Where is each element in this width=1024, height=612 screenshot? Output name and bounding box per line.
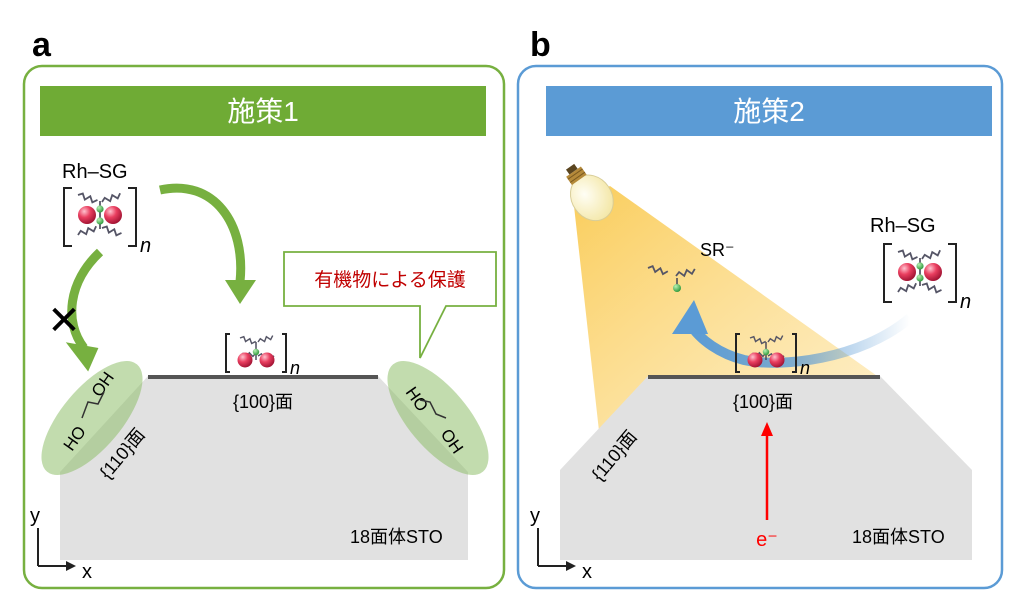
panel-a-adsorbed-subscript: n — [290, 358, 300, 378]
panel-a-protect-right — [387, 361, 489, 475]
panel-a-chain-left — [81, 391, 105, 419]
panel-a-arrow-100-head — [225, 280, 256, 304]
panel-a-callout-text: 有機物による保護 — [314, 269, 465, 291]
panel-b-ligand-label: SR⁻ — [700, 240, 735, 260]
panel-b-complex-label: Rh–SG — [870, 215, 936, 237]
panel-b-axis-x-head — [566, 561, 576, 571]
panel-a-banner — [40, 86, 486, 136]
panel-a-crystal — [60, 376, 468, 560]
panel-b-letter: b — [530, 26, 551, 64]
panel-b-facet-100: {100}面 — [733, 392, 793, 412]
panel-a-letter: a — [32, 26, 52, 64]
panel-a-complex-label: Rh–SG — [62, 161, 128, 183]
panel-a-axis-x-head — [66, 561, 76, 571]
panel-a-protect-left — [41, 361, 143, 475]
panel-b-axis-x: x — [582, 561, 592, 583]
panel-b: b 施策2 SR⁻ Rh–SG n — [516, 26, 1004, 590]
panel-a-axis-x: x — [82, 561, 92, 583]
panel-b-electron-arrow-head — [761, 422, 773, 436]
panel-b-electron-label: e⁻ — [756, 529, 778, 551]
panel-a-cross-mark: ✕ — [47, 299, 81, 343]
panel-b-bracket-right — [948, 243, 957, 303]
panel-a: a 施策1 HO OH HO OH {100}面 {110}面 18面体STO … — [22, 26, 506, 590]
panel-b-adsorbed-subscript: n — [800, 358, 810, 378]
panel-a-facet-100: {100}面 — [233, 392, 293, 412]
panel-a-callout-box — [283, 251, 497, 359]
panel-b-crystal-label: 18面体STO — [852, 527, 945, 547]
panel-b-axis-y: y — [530, 505, 540, 527]
panel-a-bracket-right — [128, 187, 137, 247]
panel-a-crystal-label: 18面体STO — [350, 527, 443, 547]
panel-b-banner-text: 施策2 — [733, 96, 805, 127]
panel-b-arrow-head — [672, 300, 708, 334]
panel-a-chain-right — [419, 399, 447, 419]
panel-b-ligand-sulfur — [673, 284, 681, 292]
panel-a-subscript: n — [140, 235, 151, 257]
panel-a-banner-text: 施策1 — [227, 96, 299, 127]
panel-b-bracket-left — [883, 243, 892, 303]
panel-a-arrow-blocked — [67, 248, 104, 351]
panel-b-subscript: n — [960, 291, 971, 313]
lightbulb-icon — [565, 163, 614, 222]
panel-a-axis-y: y — [30, 505, 40, 527]
panel-a-bracket-left — [63, 187, 72, 247]
panel-a-arrow-100 — [159, 183, 246, 283]
panel-b-banner — [546, 86, 992, 136]
panel-a-arrow-blocked-head — [65, 342, 99, 372]
